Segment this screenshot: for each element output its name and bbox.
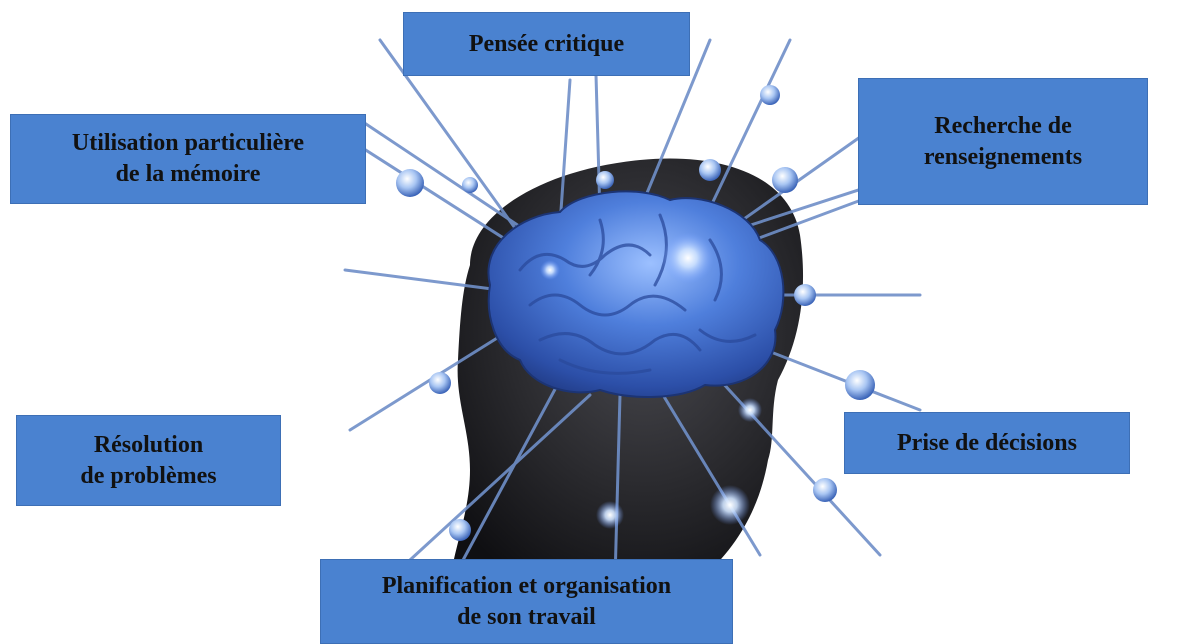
label-decision-making: Prise de décisions: [844, 412, 1130, 474]
label-critical-thinking: Pensée critique: [403, 12, 690, 76]
label-information-research: Recherche de renseignements: [858, 78, 1148, 205]
label-memory-use: Utilisation particulière de la mémoire: [10, 114, 366, 204]
label-work-planning: Planification et organisation de son tra…: [320, 559, 733, 644]
brain-shape: [488, 191, 783, 397]
label-problem-solving: Résolution de problèmes: [16, 415, 281, 506]
